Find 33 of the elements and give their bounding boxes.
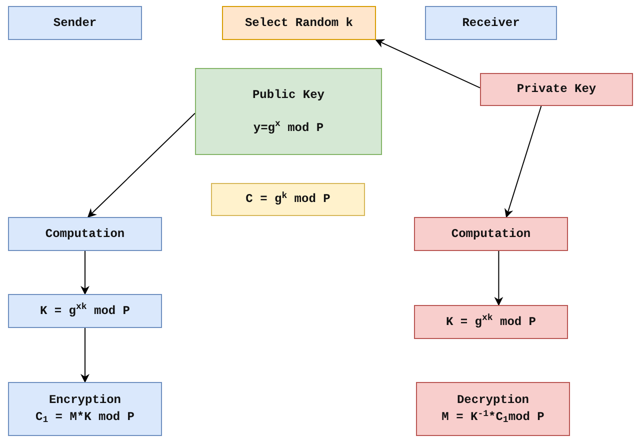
process-box — [480, 73, 633, 106]
box-text: Decryption — [456, 392, 529, 409]
box-text: Receiver — [462, 14, 520, 32]
box-text: Public Key — [252, 86, 324, 104]
box-text: Private Key — [516, 81, 596, 98]
arrow — [504, 106, 542, 218]
arrow — [87, 112, 196, 218]
process-box — [8, 217, 162, 251]
box-text: Select Random k — [244, 14, 354, 32]
box-text: Encryption — [48, 392, 121, 409]
process-box — [425, 6, 557, 40]
process-box — [8, 382, 162, 436]
box-text: Sender — [53, 14, 97, 32]
process-box — [414, 305, 568, 339]
box-text: Computation — [45, 226, 125, 242]
box-text: Computation — [451, 226, 531, 242]
box-text: K = g$^{xk}$ mod P — [446, 314, 536, 330]
arrow — [375, 39, 480, 88]
process-box — [414, 217, 568, 251]
box-text: C = g$^{k}$ mod P — [246, 191, 330, 208]
box-text: K = g$^{xk}$ mod P — [40, 302, 130, 320]
box-text: C$_{1}$ = M*K mod P — [35, 409, 135, 426]
process-box — [8, 6, 142, 40]
process-box — [8, 294, 162, 328]
process-box — [211, 183, 365, 216]
arrow — [494, 250, 504, 306]
arrow — [80, 328, 90, 383]
box-text: y=g$^{x}$ mod P — [253, 120, 324, 136]
process-box — [416, 382, 570, 436]
arrow — [80, 250, 90, 295]
process-box — [195, 68, 382, 155]
process-box — [222, 6, 376, 40]
box-text: M = K$^{-1}$*C$_{1}$mod P — [442, 409, 544, 426]
